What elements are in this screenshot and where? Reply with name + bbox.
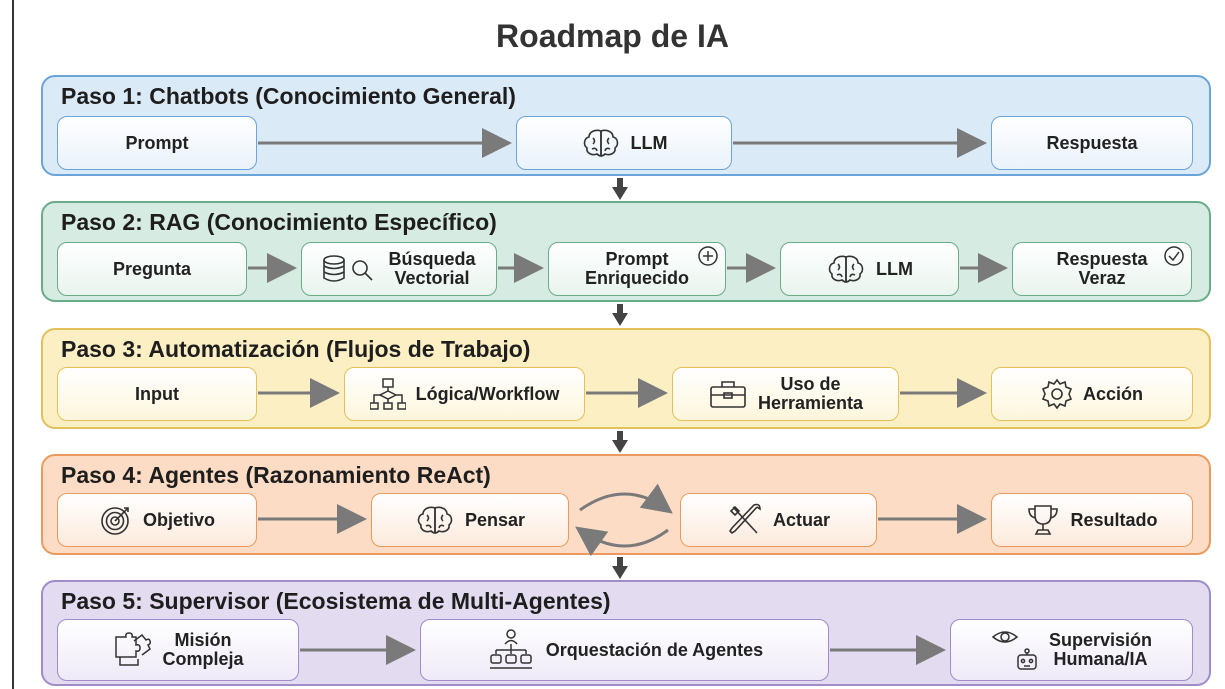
node-uso-herramienta[interactable]: Uso de Herramienta (672, 367, 899, 421)
tools-icon (727, 503, 763, 537)
step-connector-1-2 (612, 178, 628, 200)
node-logica-label: Lógica/Workflow (415, 383, 560, 404)
node-actuar-label: Actuar (772, 509, 830, 530)
database-search-icon (322, 254, 378, 284)
page-title: Roadmap de IA (496, 18, 729, 54)
node-respuesta-label: Respuesta (1046, 132, 1138, 153)
node-pregunta-label: Pregunta (112, 258, 191, 279)
node-mision-compleja[interactable]: Misión Compleja (57, 619, 299, 681)
node-resultado-label: Resultado (1070, 509, 1158, 530)
plus-circle-icon (697, 245, 719, 267)
node-respuesta[interactable]: Respuesta (991, 116, 1193, 170)
node-llm-2-label: LLM (876, 258, 913, 279)
puzzle-icon (112, 631, 152, 669)
node-prompt[interactable]: Prompt (57, 116, 257, 170)
step-4-title: Paso 4: Agentes (Razonamiento ReAct) (61, 462, 491, 488)
cycle-arrow-bottom (575, 526, 669, 557)
trophy-icon (1026, 503, 1060, 537)
node-objetivo-label: Objetivo (142, 509, 215, 530)
target-icon (99, 503, 133, 537)
brain-icon (581, 128, 621, 158)
node-pensar[interactable]: Pensar (371, 493, 569, 547)
node-actuar[interactable]: Actuar (680, 493, 877, 547)
brain-icon (826, 254, 866, 284)
node-prompt-enriquecido-label: Prompt Enriquecido (584, 249, 689, 288)
node-busqueda-vectorial[interactable]: Búsqueda Vectorial (301, 242, 497, 296)
node-respuesta-veraz[interactable]: Respuesta Veraz (1012, 242, 1192, 296)
node-mision-label: Misión Compleja (162, 630, 244, 669)
cycle-arrow-top (579, 483, 673, 514)
node-orquestacion-label: Orquestación de Agentes (545, 639, 764, 660)
agents-network-icon (486, 628, 536, 672)
node-pregunta[interactable]: Pregunta (57, 242, 247, 296)
gear-icon (1041, 378, 1073, 410)
node-prompt-enriquecido[interactable]: Prompt Enriquecido (548, 242, 726, 296)
step-5-title: Paso 5: Supervisor (Ecosistema de Multi-… (61, 588, 611, 614)
flowchart-icon (369, 377, 406, 411)
step-connector-3-4 (612, 431, 628, 453)
node-objetivo[interactable]: Objetivo (57, 493, 257, 547)
node-pensar-label: Pensar (464, 509, 526, 530)
step-3-title: Paso 3: Automatización (Flujos de Trabaj… (61, 336, 531, 362)
node-logica-workflow[interactable]: Lógica/Workflow (344, 367, 585, 421)
node-input[interactable]: Input (57, 367, 257, 421)
node-llm-label: LLM (630, 132, 668, 153)
node-orquestacion[interactable]: Orquestación de Agentes (420, 619, 829, 681)
node-herramienta-label: Uso de Herramienta (757, 374, 864, 413)
check-circle-icon (1163, 245, 1185, 267)
node-supervision-label: Supervisión Humana/IA (1048, 630, 1153, 669)
left-divider (12, 0, 14, 689)
step-1-title: Paso 1: Chatbots (Conocimiento General) (61, 83, 516, 109)
node-llm[interactable]: LLM (516, 116, 732, 170)
node-input-label: Input (135, 383, 179, 404)
node-accion[interactable]: Acción (991, 367, 1193, 421)
node-prompt-label: Prompt (125, 132, 189, 153)
toolbox-icon (708, 379, 748, 409)
step-connector-4-5 (612, 557, 628, 579)
step-connector-2-3 (612, 304, 628, 326)
node-llm-2[interactable]: LLM (780, 242, 959, 296)
node-resultado[interactable]: Resultado (991, 493, 1193, 547)
step-2-title: Paso 2: RAG (Conocimiento Específico) (61, 209, 497, 235)
brain-icon (415, 505, 455, 535)
node-busqueda-label: Búsqueda Vectorial (388, 249, 476, 288)
node-accion-label: Acción (1082, 383, 1143, 404)
node-supervision[interactable]: Supervisión Humana/IA (950, 619, 1193, 681)
eye-robot-icon (991, 627, 1039, 673)
node-respuesta-veraz-label: Respuesta Veraz (1056, 249, 1148, 288)
